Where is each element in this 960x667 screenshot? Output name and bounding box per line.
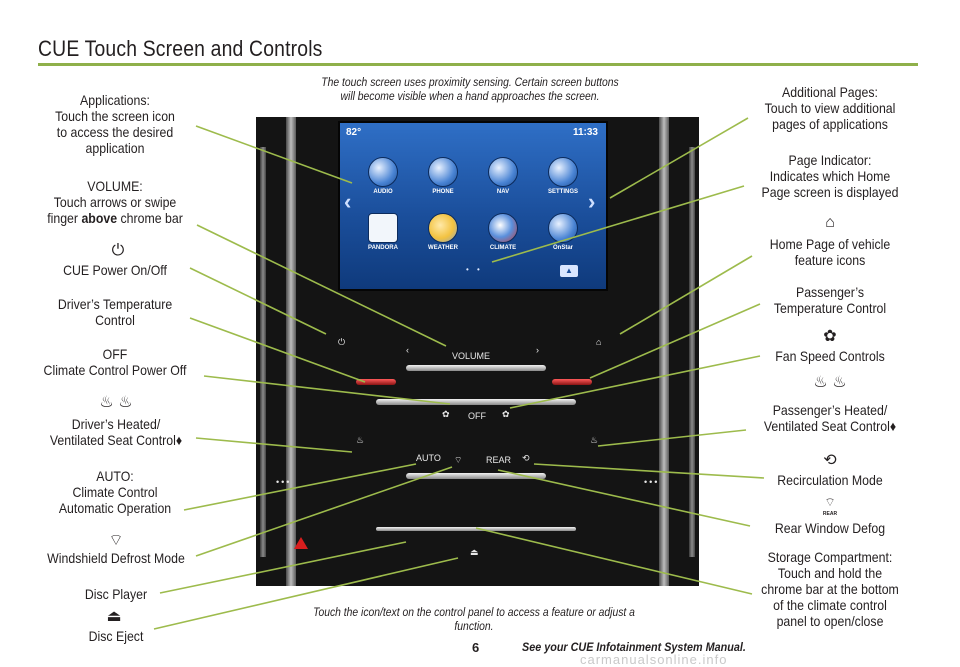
chevron-left-icon[interactable]: ‹: [344, 189, 352, 214]
defrost-button[interactable]: ⌔: [454, 455, 463, 465]
vent-dots-right: •••: [644, 477, 660, 487]
label-rear-defog: Rear Window Defog: [774, 520, 886, 536]
label-defrost: Windshield Defrost Mode: [47, 550, 185, 566]
label-page-indicator: Page Indicator: Indicates which Home Pag…: [761, 152, 899, 200]
weather-icon: [428, 213, 458, 243]
top-note: The touch screen uses proximity sensing.…: [321, 77, 619, 103]
app-pandora[interactable]: PANDORA: [354, 213, 412, 251]
recirculation-button[interactable]: ⟲: [522, 453, 530, 463]
bottom-note: Touch the icon/text on the control panel…: [313, 607, 635, 633]
cue-panel-photo: 82° 11:33 AUDIO PHONE NAV SETTINGS PANDO…: [256, 117, 699, 586]
recirculation-car-icon: ⟲: [823, 452, 837, 469]
driver-seat-button[interactable]: ♨: [356, 435, 365, 445]
windshield-defrost-icon: ⌔: [108, 532, 124, 549]
disc-slot: [376, 527, 576, 531]
label-off: OFF Climate Control Power Off: [43, 346, 187, 378]
chevron-right-icon[interactable]: ›: [588, 189, 596, 214]
label-passenger-seat: Passenger’s Heated/ Ventilated Seat Cont…: [763, 402, 897, 434]
fan-up-icon[interactable]: ✿: [502, 409, 510, 419]
storage-chrome-bar[interactable]: [406, 473, 546, 479]
eject-icon: ⏏: [106, 608, 122, 625]
passenger-seat-icon: ♨ ♨: [813, 374, 847, 391]
volume-left-button[interactable]: ‹: [406, 345, 409, 355]
heated-ventilated-seat-icon: ♨ ♨: [99, 394, 133, 411]
app-audio[interactable]: AUDIO: [354, 157, 412, 195]
manual-reference: See your CUE Infotainment System Manual.: [522, 640, 746, 654]
volume-right-button[interactable]: ›: [536, 345, 539, 355]
home-button[interactable]: ⌂: [596, 337, 602, 347]
label-fan-speed: Fan Speed Controls: [775, 348, 885, 364]
label-driver-temp: Driver’s Temperature Control: [57, 296, 173, 328]
label-power: CUE Power On/Off: [63, 262, 167, 278]
vent-dots: •••: [276, 477, 292, 487]
watermark: carmanualsonline.info: [580, 652, 728, 667]
label-disc-eject: Disc Eject: [88, 628, 144, 644]
rear-defog-button[interactable]: REAR: [486, 455, 512, 465]
app-weather[interactable]: WEATHER: [414, 213, 472, 251]
page-indicator-dots: • •: [466, 265, 483, 274]
label-disc-player: Disc Player: [84, 586, 148, 602]
rear-defog-icon: ⌔ REAR: [822, 495, 838, 517]
eject-button[interactable]: ⏏: [470, 547, 479, 557]
app-nav[interactable]: NAV: [474, 157, 532, 195]
page-title: CUE Touch Screen and Controls: [38, 36, 323, 61]
audio-icon: [368, 157, 398, 187]
app-climate[interactable]: CLIMATE: [474, 213, 532, 251]
label-applications: Applications: Touch the screen icon to a…: [55, 92, 175, 156]
passenger-temp-control[interactable]: [552, 379, 592, 385]
auto-button[interactable]: AUTO: [416, 453, 441, 463]
app-phone[interactable]: PHONE: [414, 157, 472, 195]
screen-time: 11:33: [572, 127, 598, 138]
app-settings[interactable]: SETTINGS: [534, 157, 592, 195]
chevron-up-icon[interactable]: ▲: [560, 265, 578, 277]
volume-chrome-bar[interactable]: [406, 365, 546, 371]
label-volume: VOLUME: Touch arrows or swipe finger abo…: [47, 178, 183, 226]
label-recirculation: Recirculation Mode: [777, 472, 883, 488]
label-auto: AUTO: Climate Control Automatic Operatio…: [58, 468, 172, 516]
page-number: 6: [472, 640, 480, 655]
snowflake-icon: [488, 213, 518, 243]
power-button[interactable]: ⏻: [338, 337, 346, 347]
hazard-icon[interactable]: [294, 537, 308, 549]
passenger-seat-button[interactable]: ♨: [590, 435, 599, 445]
label-storage: Storage Compartment: Touch and hold the …: [761, 549, 899, 629]
fan-icon: ✿: [823, 328, 837, 345]
fan-down-icon[interactable]: ✿: [442, 409, 450, 419]
volume-label[interactable]: VOLUME: [452, 351, 491, 361]
off-button[interactable]: OFF: [468, 411, 486, 421]
label-passenger-temp: Passenger’s Temperature Control: [773, 284, 887, 316]
screen-temperature: 82°: [346, 127, 362, 138]
power-icon: ⏻: [111, 242, 125, 259]
home-icon: ⌂: [825, 214, 835, 231]
globe-icon: [488, 157, 518, 187]
label-home-page: Home Page of vehicle feature icons: [769, 236, 891, 268]
label-additional-pages: Additional Pages: Touch to view addition…: [764, 84, 896, 132]
gear-icon: [548, 157, 578, 187]
phone-icon: [428, 157, 458, 187]
driver-temp-control[interactable]: [356, 379, 396, 385]
touch-screen[interactable]: 82° 11:33 AUDIO PHONE NAV SETTINGS PANDO…: [338, 121, 608, 291]
title-rule: [38, 63, 918, 66]
label-driver-seat: Driver’s Heated/ Ventilated Seat Control…: [49, 416, 183, 448]
climate-chrome-bar[interactable]: [376, 399, 576, 405]
pandora-icon: [368, 213, 398, 243]
